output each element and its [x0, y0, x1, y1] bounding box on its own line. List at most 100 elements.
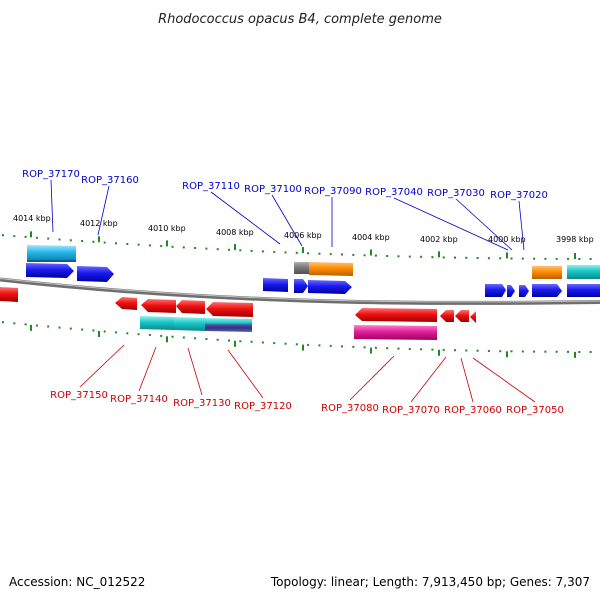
scale-major-tick [30, 324, 32, 331]
genome-backbone-highlight [0, 278, 600, 303]
scale-tick [420, 255, 423, 258]
gene-rop-37110[interactable] [294, 262, 309, 274]
kbp-label: 4014 kbp [13, 214, 51, 223]
gene-label[interactable]: ROP_37160 [81, 175, 139, 186]
scale-tick [205, 338, 208, 340]
gene-arrow-blue[interactable] [263, 278, 288, 292]
scale-major-tick [98, 236, 100, 243]
accession-text: Accession: NC_012522 [9, 575, 145, 589]
gene-rop-37070[interactable] [354, 325, 437, 340]
scale-tick [521, 257, 524, 260]
gene-rop-37090[interactable] [309, 262, 353, 276]
gene-label[interactable]: ROP_37110 [182, 181, 240, 192]
scale-tick [352, 253, 355, 256]
lower-tick-row [2, 321, 592, 358]
scale-major-tick [234, 244, 236, 251]
gene-arrow-red[interactable] [206, 302, 253, 317]
scale-tick [318, 344, 321, 347]
gene-arrow-blue[interactable] [26, 263, 74, 278]
scale-tick [194, 337, 197, 340]
scale-tick [182, 336, 185, 339]
gene-rop-37170[interactable] [27, 245, 76, 261]
gene-arrow-blue[interactable] [485, 284, 506, 297]
lower-genes [0, 287, 476, 340]
gene-rop-37100[interactable] [294, 279, 308, 293]
scale-tick [81, 328, 84, 331]
scale-tick [329, 253, 332, 256]
gene-rop-37140[interactable] [174, 317, 205, 331]
scale-tick [567, 350, 569, 353]
gene-arrow-blue[interactable] [507, 285, 515, 297]
gene-rop-37120[interactable] [205, 318, 252, 332]
gene-label[interactable]: ROP_37090 [304, 186, 362, 197]
scale-tick [544, 257, 547, 260]
kbp-label: 4008 kbp [216, 228, 254, 237]
gene-arrow-red[interactable] [115, 297, 137, 310]
gene-label[interactable]: ROP_37030 [427, 188, 485, 199]
map-title: Rhodococcus opacus B4, complete genome [158, 12, 442, 27]
scale-tick [2, 234, 4, 237]
gene-rop-37150[interactable] [140, 316, 174, 330]
gene-arrow-blue[interactable] [519, 285, 529, 297]
scale-major-tick [574, 351, 576, 358]
scale-tick [115, 331, 117, 334]
scale-tick [465, 256, 468, 259]
gene-label[interactable]: ROP_37080 [321, 403, 379, 414]
gene-arrow-red[interactable] [0, 287, 18, 302]
gene-label[interactable]: ROP_37150 [50, 390, 108, 401]
gene-arrow-red[interactable] [470, 311, 476, 323]
scale-tick [160, 334, 163, 337]
scale-tick [58, 238, 61, 241]
kbp-label: 3998 kbp [556, 235, 594, 244]
bottom-gene-labels: ROP_37150 ROP_37140 ROP_37130 ROP_37120 … [50, 390, 564, 416]
gene-rop-37050[interactable] [455, 310, 469, 322]
scale-tick [341, 253, 343, 256]
scale-tick [510, 350, 513, 353]
scale-tick [454, 349, 456, 352]
scale-tick [487, 257, 490, 260]
scale-tick [92, 240, 95, 243]
scale-tick [137, 333, 140, 336]
gene-arrow-blue[interactable] [308, 280, 352, 294]
kbp-label: 4010 kbp [148, 224, 186, 233]
gene-label[interactable]: ROP_37100 [244, 184, 302, 195]
scale-tick [533, 350, 536, 353]
gene-rop-37080[interactable] [355, 308, 437, 322]
scale-tick [69, 239, 72, 242]
scale-tick [126, 243, 129, 245]
scale-tick [420, 348, 423, 351]
upper-tick-row [2, 231, 592, 260]
scale-tick [194, 247, 197, 249]
scale-tick [386, 347, 389, 350]
scale-tick [431, 348, 434, 351]
gene-label[interactable]: ROP_37130 [173, 398, 231, 409]
gene-rop-37060[interactable] [440, 310, 454, 322]
gene-arrow-blue[interactable] [567, 284, 600, 297]
gene-label[interactable]: ROP_37040 [365, 187, 423, 198]
gene-label[interactable]: ROP_37060 [444, 405, 502, 416]
callout-line [349, 355, 395, 401]
scale-tick [13, 235, 16, 238]
gene-label[interactable]: ROP_37020 [490, 190, 548, 201]
callout-line [50, 179, 54, 233]
gene-rop-37020[interactable] [532, 284, 562, 297]
gene-label[interactable]: ROP_37050 [506, 405, 564, 416]
gene-rop-37030[interactable] [532, 266, 562, 279]
scale-tick [374, 346, 377, 349]
scale-major-tick [370, 249, 372, 256]
gene-label[interactable]: ROP_37070 [382, 405, 440, 416]
kbp-label: 4002 kbp [420, 235, 458, 244]
gene-label[interactable]: ROP_37170 [22, 169, 80, 180]
gene-cyan[interactable] [567, 265, 600, 279]
scale-major-tick [438, 349, 440, 356]
gene-arrow-blue[interactable] [77, 266, 114, 282]
callout-line [410, 356, 447, 403]
callout-line [187, 347, 203, 396]
gene-label[interactable]: ROP_37140 [110, 394, 168, 405]
scale-tick [442, 348, 445, 351]
gene-arrow-red[interactable] [176, 300, 205, 314]
gene-arrow-red[interactable] [141, 299, 176, 313]
gene-label[interactable]: ROP_37120 [234, 401, 292, 412]
scale-tick [578, 258, 581, 260]
